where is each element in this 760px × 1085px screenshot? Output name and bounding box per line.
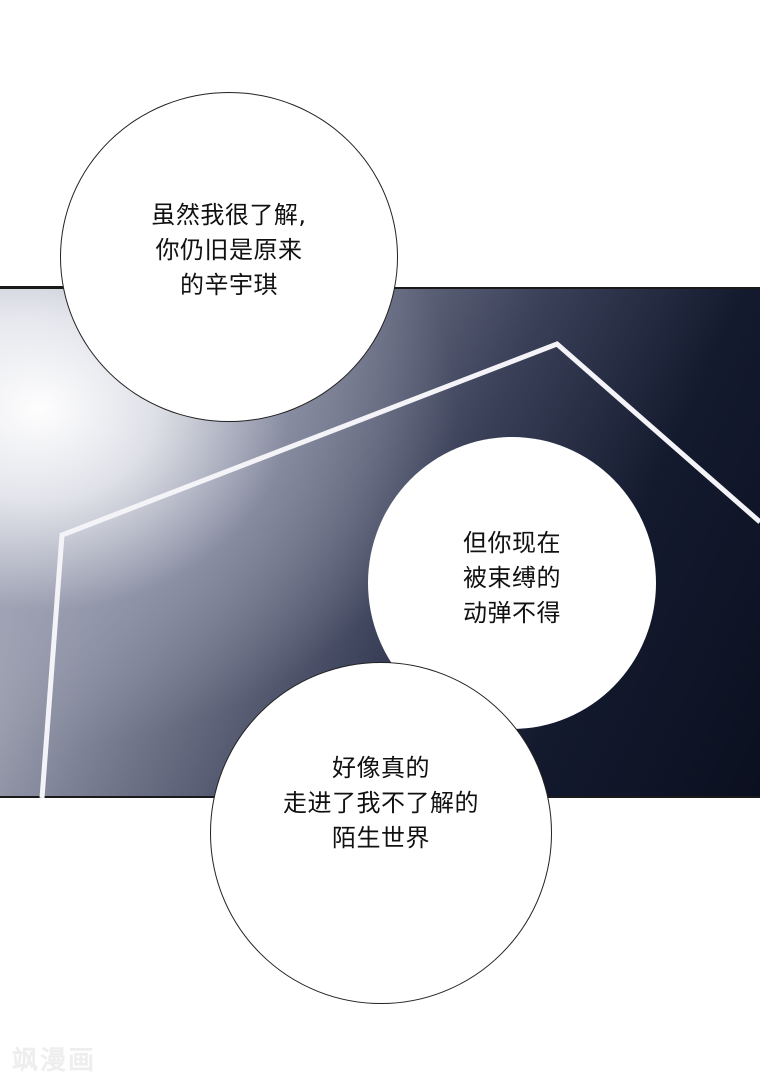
- bubble-2-line-3: 动弹不得: [463, 598, 561, 627]
- bubble-2-line-2: 被束缚的: [463, 563, 561, 592]
- light-frame-lines: [39, 341, 760, 798]
- speech-bubble-1: 虽然我很了解, 你仍旧是原来 的辛宇琪: [60, 92, 398, 422]
- bubble-3-line-3: 陌生世界: [332, 823, 430, 852]
- bubble-2-line-1: 但你现在: [463, 528, 561, 557]
- bubble-3-text: 好像真的 走进了我不了解的 陌生世界: [283, 751, 479, 856]
- bubble-1-text: 虽然我很了解, 你仍旧是原来 的辛宇琪: [151, 198, 306, 303]
- bubble-1-line-3: 的辛宇琪: [179, 270, 278, 299]
- bubble-1-line-1: 虽然我很了解,: [151, 200, 307, 229]
- speech-bubble-3: 好像真的 走进了我不了解的 陌生世界: [210, 662, 552, 1004]
- bubble-3-line-2: 走进了我不了解的: [283, 788, 479, 817]
- bubble-2-text: 但你现在 被束缚的 动弹不得: [463, 526, 561, 631]
- bubble-3-line-1: 好像真的: [332, 753, 430, 782]
- watermark: 飒漫画: [12, 1046, 97, 1076]
- bubble-1-line-2: 你仍旧是原来: [155, 235, 303, 264]
